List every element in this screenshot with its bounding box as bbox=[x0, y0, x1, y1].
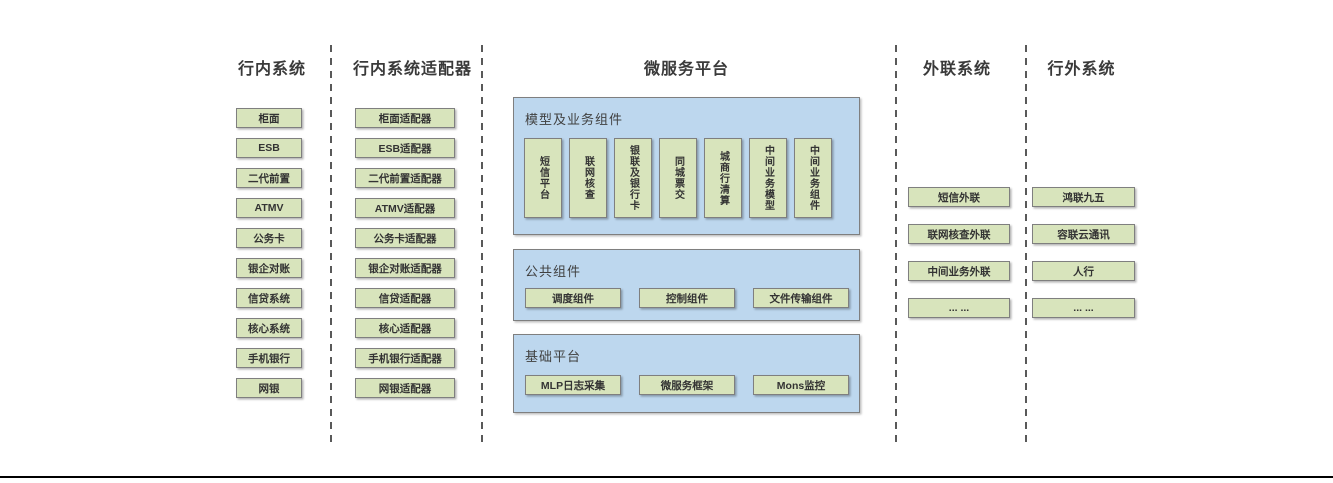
horizontal-box-row: MLP日志采集 微服务框架 Mons监控 bbox=[525, 375, 849, 395]
adapter-box: ESB适配器 bbox=[355, 138, 455, 158]
column-header-internal-systems: 行内系统 bbox=[237, 61, 306, 78]
adapter-box: 银企对账适配器 bbox=[355, 258, 455, 278]
column-internal-adapters: 柜面适配器 ESB适配器 二代前置适配器 ATMV适配器 公务卡适配器 银企对账… bbox=[355, 108, 455, 398]
panel-model-business-components: 模型及业务组件 短信平台 联网核查 银联及银行卡 同城票交 城商行清算 中间业务… bbox=[513, 97, 860, 235]
component-box: 微服务框架 bbox=[639, 375, 735, 395]
system-box: 信贷系统 bbox=[236, 288, 302, 308]
adapter-box: ATMV适配器 bbox=[355, 198, 455, 218]
component-box: 中间业务组件 bbox=[794, 138, 832, 218]
system-box: 容联云通讯 bbox=[1032, 224, 1135, 244]
system-box: ATMV bbox=[236, 198, 302, 218]
column-header-external-link-systems: 外联系统 bbox=[922, 61, 991, 78]
column-header-microservice-platform: 微服务平台 bbox=[643, 61, 729, 78]
column-separator bbox=[1025, 45, 1027, 445]
component-box: 短信平台 bbox=[524, 138, 562, 218]
system-box: 公务卡 bbox=[236, 228, 302, 248]
system-box: 二代前置 bbox=[236, 168, 302, 188]
system-box: 中间业务外联 bbox=[908, 261, 1010, 281]
component-box: 城商行清算 bbox=[704, 138, 742, 218]
system-box: 柜面 bbox=[236, 108, 302, 128]
component-box: 联网核查 bbox=[569, 138, 607, 218]
adapter-box: 手机银行适配器 bbox=[355, 348, 455, 368]
system-box: ESB bbox=[236, 138, 302, 158]
column-separator bbox=[330, 45, 332, 445]
system-box: 银企对账 bbox=[236, 258, 302, 278]
component-box: MLP日志采集 bbox=[525, 375, 621, 395]
column-separator bbox=[895, 45, 897, 445]
system-box: ... ... bbox=[1032, 298, 1135, 318]
system-box: 核心系统 bbox=[236, 318, 302, 338]
adapter-box: 二代前置适配器 bbox=[355, 168, 455, 188]
adapter-box: 核心适配器 bbox=[355, 318, 455, 338]
system-box: 人行 bbox=[1032, 261, 1135, 281]
component-box: 调度组件 bbox=[525, 288, 621, 308]
column-header-outside-systems: 行外系统 bbox=[1047, 61, 1116, 78]
component-box: 同城票交 bbox=[659, 138, 697, 218]
panel-label: 模型及业务组件 bbox=[525, 112, 624, 127]
vertical-box-row: 短信平台 联网核查 银联及银行卡 同城票交 城商行清算 中间业务模型 中间业务组… bbox=[524, 138, 832, 218]
horizontal-box-row: 调度组件 控制组件 文件传输组件 bbox=[525, 288, 849, 308]
component-box: 中间业务模型 bbox=[749, 138, 787, 218]
column-header-internal-adapters: 行内系统适配器 bbox=[353, 61, 473, 78]
component-box: 银联及银行卡 bbox=[614, 138, 652, 218]
system-box: 短信外联 bbox=[908, 187, 1010, 207]
system-box: ... ... bbox=[908, 298, 1010, 318]
component-box: 文件传输组件 bbox=[753, 288, 849, 308]
panel-common-components: 公共组件 调度组件 控制组件 文件传输组件 bbox=[513, 249, 860, 321]
adapter-box: 柜面适配器 bbox=[355, 108, 455, 128]
column-outside-systems: 鸿联九五 容联云通讯 人行 ... ... bbox=[1032, 187, 1135, 318]
system-box: 手机银行 bbox=[236, 348, 302, 368]
adapter-box: 网银适配器 bbox=[355, 378, 455, 398]
system-box: 网银 bbox=[236, 378, 302, 398]
component-box: Mons监控 bbox=[753, 375, 849, 395]
panel-label: 公共组件 bbox=[525, 264, 582, 279]
column-separator bbox=[481, 45, 483, 445]
system-box: 联网核查外联 bbox=[908, 224, 1010, 244]
column-external-link-systems: 短信外联 联网核查外联 中间业务外联 ... ... bbox=[908, 187, 1010, 318]
bottom-rule bbox=[0, 476, 1333, 478]
column-internal-systems: 柜面 ESB 二代前置 ATMV 公务卡 银企对账 信贷系统 核心系统 手机银行… bbox=[236, 108, 302, 398]
adapter-box: 信贷适配器 bbox=[355, 288, 455, 308]
system-box: 鸿联九五 bbox=[1032, 187, 1135, 207]
panel-label: 基础平台 bbox=[525, 349, 582, 364]
adapter-box: 公务卡适配器 bbox=[355, 228, 455, 248]
panel-base-platform: 基础平台 MLP日志采集 微服务框架 Mons监控 bbox=[513, 334, 860, 413]
component-box: 控制组件 bbox=[639, 288, 735, 308]
